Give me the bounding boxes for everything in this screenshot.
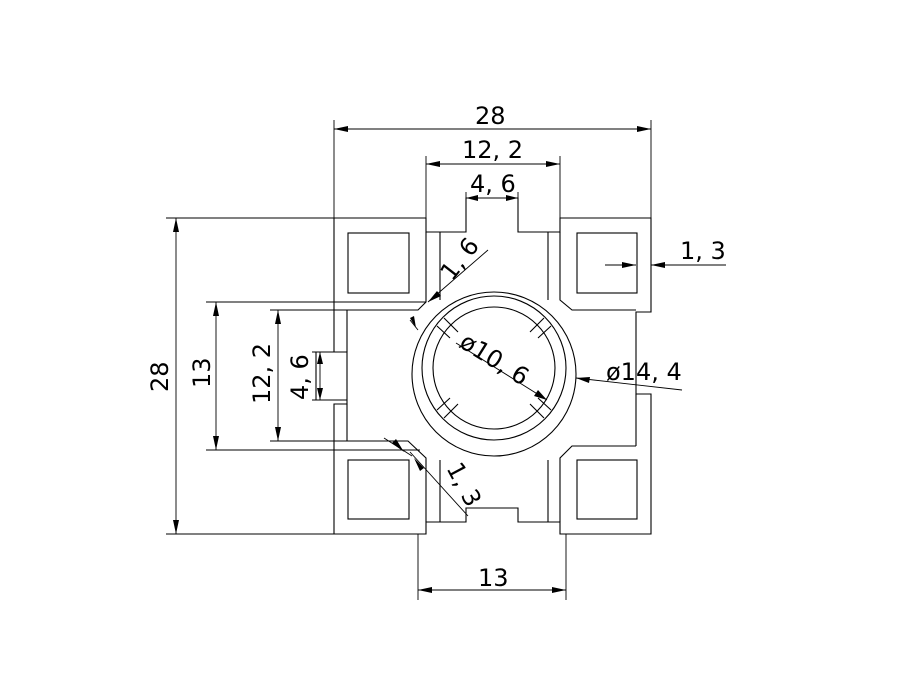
dimension-lines	[166, 120, 726, 600]
cavity-bottom-left	[347, 459, 410, 520]
dim-outer-diameter: ø14, 4	[606, 358, 682, 386]
cavity-top-left	[347, 232, 410, 294]
dim-core-width: 13	[478, 564, 509, 592]
dim-fillet: 1, 6	[435, 232, 485, 285]
dim-bore-diameter: ø10, 6	[455, 327, 534, 391]
dim-slot-opening-width: 4, 6	[470, 170, 516, 198]
central-bore	[411, 291, 577, 457]
dim-core-height: 13	[188, 357, 216, 388]
profile-outline	[315, 197, 652, 535]
cavity-bottom-right	[576, 459, 638, 520]
dim-wall-thickness: 1, 3	[680, 237, 726, 265]
dim-overall-width: 28	[475, 102, 506, 130]
bore-circle-outer	[421, 295, 567, 441]
bore-circle-inner	[432, 306, 556, 430]
dimension-labels: 28 12, 2 4, 6 1, 3 1, 6 ø10, 6 ø14, 4 28…	[146, 102, 726, 592]
outer-circle	[411, 291, 577, 457]
dim-slot-outer-height: 12, 2	[248, 343, 276, 404]
dim-slot-opening-height: 4, 6	[286, 354, 314, 400]
dim-overall-height: 28	[146, 361, 174, 392]
dim-slot-outer-width: 12, 2	[462, 136, 523, 164]
cavity-top-right	[576, 232, 638, 294]
corner-cavities	[347, 232, 638, 520]
dim-web-thickness: 1, 3	[441, 458, 487, 512]
